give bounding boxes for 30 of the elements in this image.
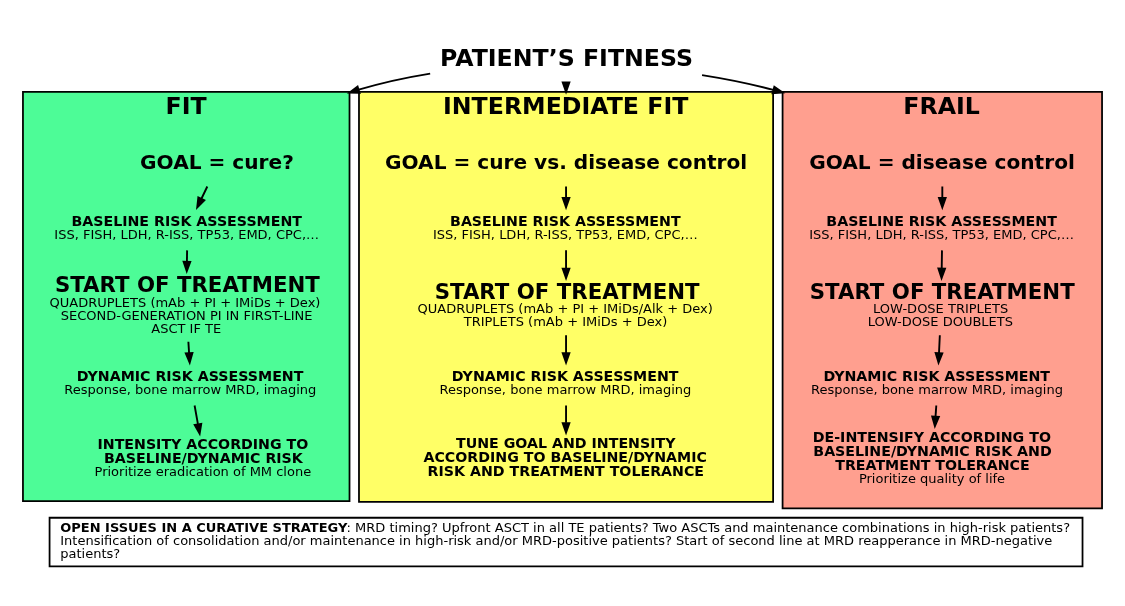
node-text: GOAL = cure?: [140, 149, 294, 174]
arrow: [937, 185, 947, 211]
node-text: TUNE GOAL AND INTENSITY ACCORDING TO BASELINE/DYNAMIC RISK AND TREATMENT TOLERANCE: [423, 435, 707, 480]
node-text: GOAL = disease control: [809, 149, 1075, 174]
node-text: DE-INTENSIFY ACCORDING TO BASELINE/DYNAMIC RISK AND TREATMENT TOLERANCE Prioritize quality of life: [812, 428, 1052, 487]
node-text: START OF TREATMENT QUADRUPLETS (mAb + PI + IMiDs + Dex) SECOND-GENERATION PI IN FIRST-LINE ASCT IF TE: [49, 272, 321, 336]
arrow: [561, 334, 571, 366]
arrow: [561, 404, 571, 436]
node-text: DYNAMIC RISK ASSESSMENT Response, bone marrow MRD, imaging: [810, 367, 1063, 397]
node-text: DYNAMIC RISK ASSESSMENT Response, bone marrow MRD, imaging: [439, 367, 692, 397]
arrow: [196, 185, 209, 211]
arrow: [561, 249, 571, 281]
node-text: PATIENT’S FITNESS: [440, 43, 694, 72]
arrow: [346, 72, 432, 94]
node-text: BASELINE RISK ASSESSMENT ISS, FISH, LDH, R-ISS, TP53, EMD, CPC,…: [809, 212, 1074, 242]
arrow: [193, 404, 203, 437]
node-text: BASELINE RISK ASSESSMENT ISS, FISH, LDH, R-ISS, TP53, EMD, CPC,…: [432, 212, 698, 242]
node-text: START OF TREATMENT QUADRUPLETS (mAb + PI + IMiDs/Alk + Dex) TRIPLETS (mAb + IMiDs + Dex): [417, 278, 713, 330]
arrow: [930, 404, 941, 429]
node-text: INTENSITY ACCORDING TO BASELINE/DYNAMIC RISK Prioritize eradication of MM clone: [94, 435, 312, 480]
node-text: GOAL = cure vs. disease control: [385, 149, 748, 174]
node-text: DYNAMIC RISK ASSESSMENT Response, bone marrow MRD, imaging: [64, 367, 317, 397]
arrow: [937, 249, 947, 281]
node-text: BASELINE RISK ASSESSMENT ISS, FISH, LDH, R-ISS, TP53, EMD, CPC,…: [54, 212, 320, 242]
arrow: [934, 334, 944, 366]
arrow: [701, 74, 786, 95]
node-box: OPEN ISSUES IN A CURATIVE STRATEGY: MRD timing? Upfront ASCT in all TE patients? Two ASCTs and maintenance combinations in high-risk patients? Intensification of consolidation and/or maintenance in high-risk and/or MRD-positive patients? Start of second line at MRD reapperance in MRD-negative patients?: [48, 516, 1084, 568]
arrow: [561, 185, 571, 211]
node-text: START OF TREATMENT LOW-DOSE TRIPLETS LOW-DOSE DOUBLETS: [809, 278, 1075, 330]
arrow: [182, 249, 192, 275]
